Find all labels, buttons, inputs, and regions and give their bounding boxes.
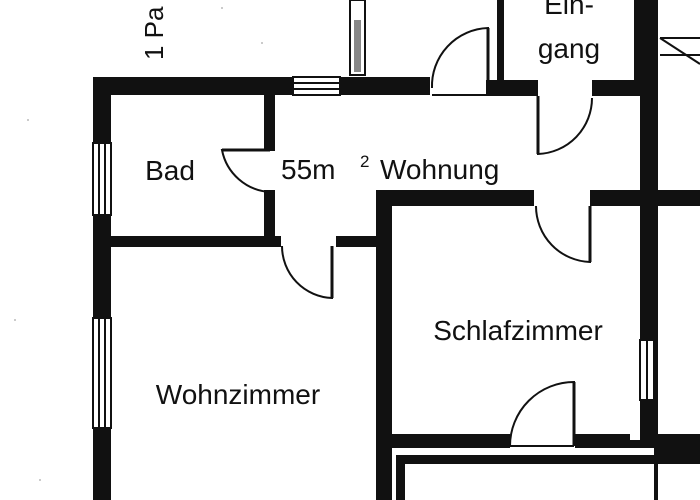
- lower-hall-top-wall: [396, 455, 700, 464]
- bedroom-top-wall-left: [376, 190, 534, 206]
- entrance-bottom-wall: [592, 80, 650, 96]
- right-building-wall-inner: [654, 0, 658, 500]
- bedroom-bottom-wall-left: [392, 434, 510, 448]
- living-room-window: [92, 317, 112, 429]
- doors: [220, 26, 593, 447]
- bedroom-door: [535, 205, 591, 264]
- entrance-label-line2: gang: [538, 33, 600, 64]
- entrance-right-wall: [634, 0, 641, 82]
- top-wall-left: [93, 77, 293, 95]
- living-top-wall-right: [336, 236, 386, 247]
- bedroom-top-wall-right: [590, 190, 644, 206]
- lower-hall-left-wall: [396, 455, 405, 500]
- top-wall-mid: [340, 77, 430, 95]
- entrance-label-line1: Ein-: [544, 0, 594, 20]
- bathroom-door: [220, 149, 275, 193]
- bedroom-label: Schlafzimmer: [433, 315, 603, 346]
- parking-label: 1 Pa: [139, 6, 169, 60]
- lower-bedroom-door: [509, 380, 575, 447]
- living-room-label: Wohnzimmer: [156, 379, 320, 410]
- bathroom-label: Bad: [145, 155, 195, 186]
- living-room-door: [281, 245, 333, 300]
- corridor-window: [292, 76, 341, 96]
- apartment-word: Wohnung: [380, 154, 499, 185]
- outer-left-wall: [93, 77, 111, 500]
- bath-bottom-wall: [111, 236, 281, 247]
- bath-right-wall-bottom: [264, 190, 275, 246]
- area-superscript: 2: [360, 152, 369, 171]
- entrance-left-wall: [497, 0, 504, 82]
- top-wall-right: [486, 80, 538, 96]
- apartment-area: 55m: [281, 154, 335, 185]
- windows: [92, 0, 655, 429]
- bedroom-right-gap: [630, 300, 640, 440]
- bath-right-wall-top: [264, 95, 275, 150]
- bedroom-bottom-wall-right: [575, 434, 700, 448]
- stairs: [659, 37, 700, 65]
- entrance-door: [537, 96, 593, 156]
- bedroom-left-wall: [376, 190, 392, 500]
- bathroom-window: [92, 142, 112, 216]
